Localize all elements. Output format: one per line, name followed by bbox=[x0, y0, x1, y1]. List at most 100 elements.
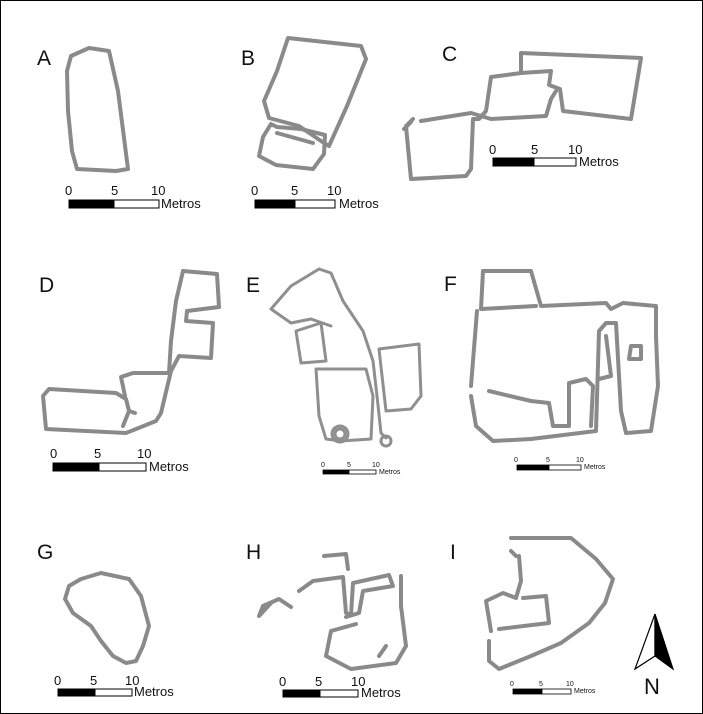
structure-plan-i-room bbox=[484, 554, 523, 633]
panel-b: B 0 5 10 Metros bbox=[241, 36, 379, 211]
structure-plan-d-notch bbox=[127, 409, 137, 415]
scale-tick-5: 5 bbox=[90, 673, 97, 688]
scale-tick-0: 0 bbox=[54, 673, 61, 688]
scale-tick-0: 0 bbox=[251, 183, 258, 198]
scale-tick-10: 10 bbox=[568, 142, 582, 157]
scale-tick-5: 5 bbox=[291, 183, 298, 198]
structure-plan-f-west bbox=[479, 269, 538, 311]
scale-bar-dark-segment bbox=[57, 688, 96, 697]
scale-tick-0: 0 bbox=[279, 674, 286, 689]
structure-plan-c-east bbox=[519, 51, 643, 121]
panel-d: D 0 5 10 Metros bbox=[39, 269, 221, 474]
scale-bar-a: 0 5 10 Metros bbox=[65, 183, 201, 211]
structure-plan-c-corridor bbox=[419, 89, 558, 123]
structure-plan-f-outer bbox=[469, 269, 660, 443]
scale-bar-light-segment bbox=[98, 462, 147, 472]
structure-plan-i-outer bbox=[487, 536, 615, 671]
panel-label-e: E bbox=[246, 274, 260, 297]
scale-bar-dark-segment bbox=[516, 464, 550, 471]
panel-a: A 0 5 10 Metros bbox=[37, 46, 201, 211]
scale-tick-10: 10 bbox=[327, 183, 341, 198]
panel-label-h: H bbox=[246, 541, 261, 564]
structure-plan-e-inner-room bbox=[294, 321, 328, 365]
scale-unit: Metros bbox=[574, 688, 596, 695]
panel-h: H 0 5 10 Metros bbox=[246, 541, 408, 700]
scale-bar-b: 0 5 10 Metros bbox=[251, 183, 379, 211]
panel-c: C 0 5 10 Metros bbox=[402, 43, 643, 181]
panel-f: F 0 5 10 Metros bbox=[444, 269, 660, 471]
scale-tick-5: 5 bbox=[539, 681, 543, 688]
scale-tick-5: 5 bbox=[315, 674, 322, 689]
scale-unit: Metros bbox=[361, 685, 401, 700]
panel-label-d: D bbox=[39, 274, 54, 297]
scale-bar-dark-segment bbox=[322, 469, 350, 475]
scale-tick-0: 0 bbox=[50, 446, 57, 461]
structure-plan-e-east-room bbox=[377, 342, 423, 413]
structure-plan-e-outer bbox=[317, 267, 388, 440]
scale-bar-c: 0 5 10 Metros bbox=[489, 142, 619, 169]
scale-bar-dark-segment bbox=[512, 688, 543, 695]
structure-plan-h-main bbox=[297, 573, 395, 619]
scale-bar-dark-segment bbox=[254, 199, 296, 209]
scale-bar-light-segment bbox=[319, 689, 359, 698]
scale-tick-5: 5 bbox=[111, 183, 118, 198]
scale-bar-light-segment bbox=[94, 688, 133, 697]
panel-e: E 0 5 10 Metros bbox=[246, 267, 423, 476]
scale-bar-e: 0 5 10 Metros bbox=[321, 462, 401, 476]
scale-tick-0: 0 bbox=[65, 183, 72, 198]
scale-tick-10: 10 bbox=[372, 462, 380, 469]
scale-tick-10: 10 bbox=[125, 673, 139, 688]
structure-plan-i-inner bbox=[497, 594, 551, 631]
scale-bar-d: 0 5 10 Metros bbox=[50, 446, 189, 474]
structure-plan-g bbox=[63, 571, 151, 665]
scale-tick-0: 0 bbox=[489, 142, 496, 157]
scale-bar-h: 0 5 10 Metros bbox=[279, 674, 401, 700]
scale-tick-5: 5 bbox=[94, 446, 101, 461]
scale-tick-5: 5 bbox=[347, 462, 351, 469]
scale-tick-0: 0 bbox=[510, 681, 514, 688]
structure-plan-f-west-wall bbox=[469, 309, 479, 388]
structure-circle-e-small bbox=[379, 434, 393, 448]
scale-unit: Metros bbox=[579, 154, 619, 169]
panel-label-b: B bbox=[241, 47, 255, 70]
panel-i: I 0 5 10 Metros bbox=[450, 536, 615, 695]
structure-plan-h-south bbox=[324, 574, 408, 671]
structure-plan-h-north bbox=[322, 552, 350, 571]
structure-plan-c-stub bbox=[402, 120, 413, 131]
structure-plan-d-outer bbox=[41, 269, 221, 435]
scale-unit: Metros bbox=[134, 684, 174, 699]
scale-unit: Metros bbox=[379, 469, 401, 476]
structure-plan-i-room-2 bbox=[509, 549, 518, 558]
scale-bar-dark-segment bbox=[282, 689, 321, 698]
structure-plan-b-upper bbox=[262, 36, 368, 148]
north-arrow-right-half bbox=[654, 613, 675, 671]
north-arrow-left-half bbox=[633, 613, 656, 671]
scale-unit: Metros bbox=[339, 196, 379, 211]
scale-bar-dark-segment bbox=[52, 462, 100, 472]
scale-bar-light-segment bbox=[548, 464, 582, 471]
scale-unit: Metros bbox=[584, 464, 606, 471]
north-arrow-label: N bbox=[644, 674, 660, 699]
scale-bar-light-segment bbox=[294, 199, 336, 209]
panel-label-g: G bbox=[37, 541, 53, 564]
structure-plan-c-middle bbox=[404, 71, 523, 181]
scale-bar-dark-segment bbox=[68, 199, 115, 209]
scale-tick-0: 0 bbox=[321, 462, 325, 469]
panel-g: G 0 5 10 Metros bbox=[37, 541, 174, 699]
scale-tick-5: 5 bbox=[546, 457, 550, 464]
scale-tick-10: 10 bbox=[151, 183, 165, 198]
structure-plan-h-south-inner bbox=[377, 644, 388, 658]
structure-circle-e-inner bbox=[333, 427, 347, 441]
panel-label-a: A bbox=[37, 47, 51, 70]
structure-plan-f-east-room bbox=[627, 344, 643, 361]
panel-label-f: F bbox=[444, 273, 457, 296]
scale-bar-g: 0 5 10 Metros bbox=[54, 673, 174, 699]
structure-circle-e-large bbox=[330, 424, 350, 444]
scale-tick-10: 10 bbox=[137, 446, 151, 461]
scale-tick-10: 10 bbox=[351, 674, 365, 689]
structure-plan-a bbox=[65, 46, 130, 173]
structure-plan-h-west bbox=[257, 597, 293, 618]
scale-tick-0: 0 bbox=[514, 457, 518, 464]
